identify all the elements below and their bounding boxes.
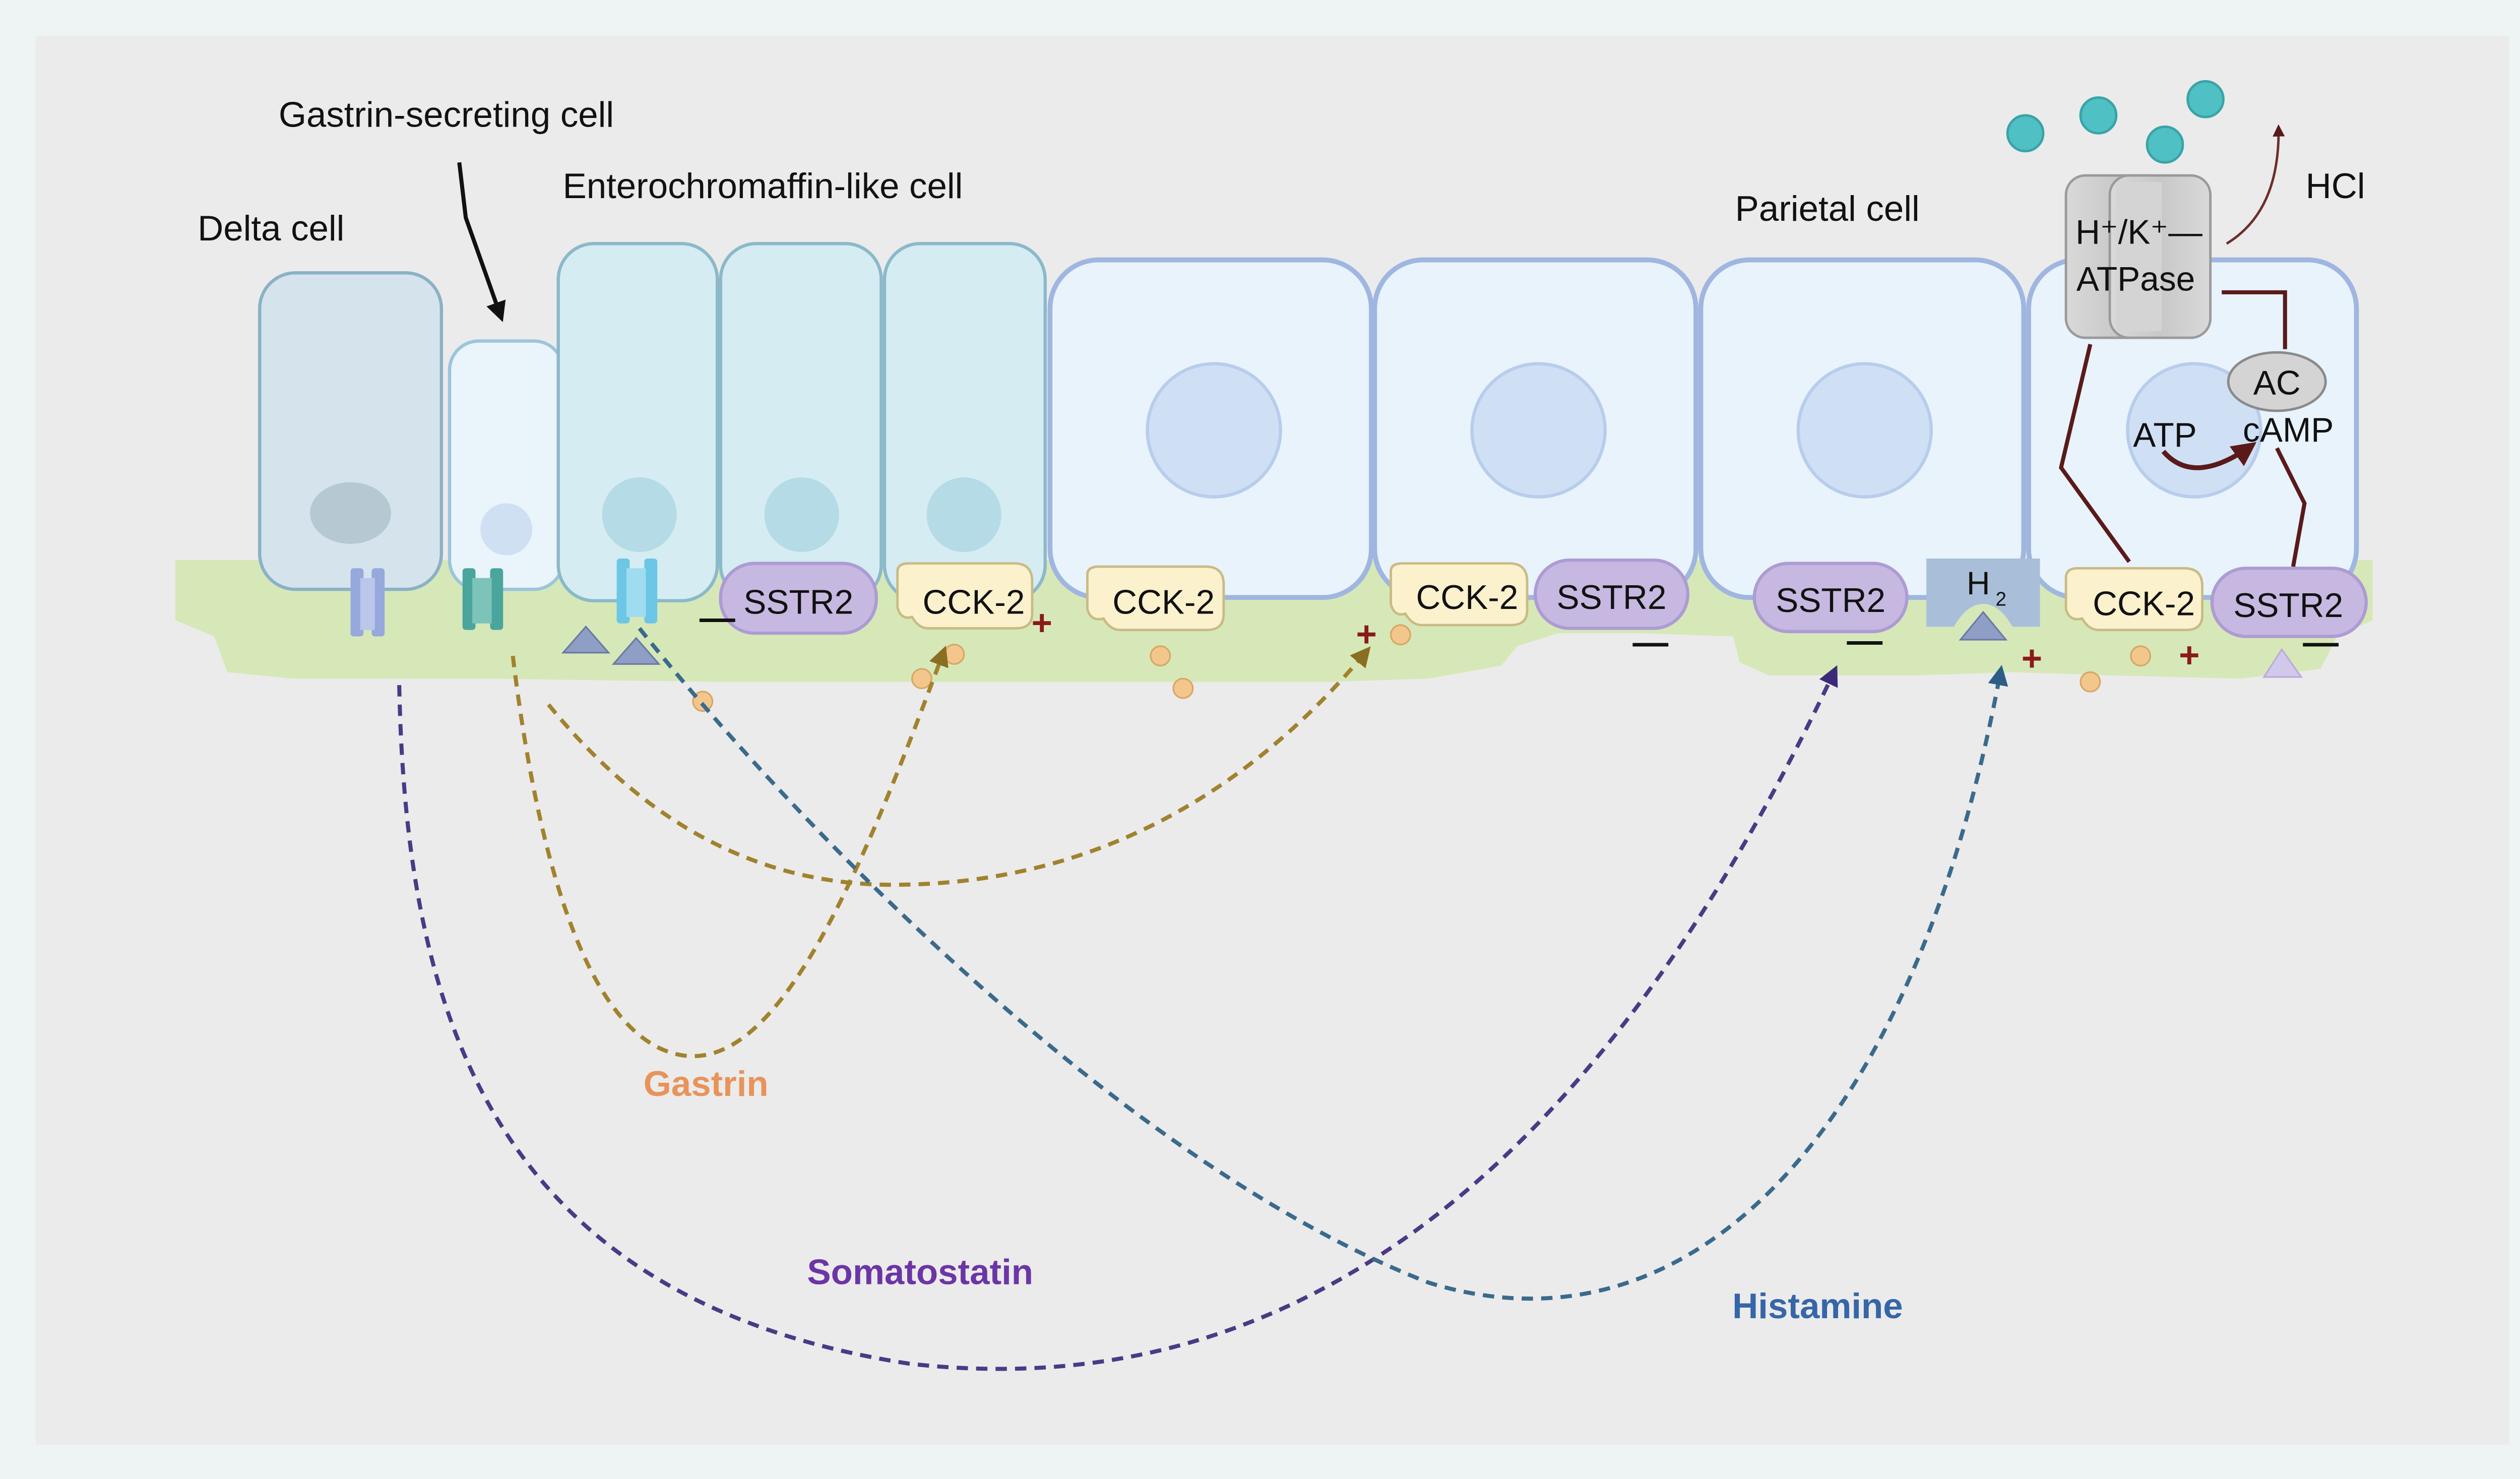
cck2-label: CCK-2	[2093, 585, 2195, 623]
gastrin-granule	[692, 691, 714, 712]
gastrin-cell-pointer-arrow	[457, 162, 506, 322]
plus-sign: +	[1356, 614, 1377, 654]
proton-particle	[2186, 80, 2225, 118]
delta-cell	[258, 271, 444, 637]
cck2-label: CCK-2	[1112, 583, 1215, 621]
plus-sign: +	[2022, 639, 2042, 679]
pump-label-line1: H⁺/K⁺—	[2075, 213, 2202, 251]
sstr2-receptor-parietal-3: SSTR2	[1752, 562, 1909, 634]
plus-sign: +	[2179, 636, 2199, 675]
delta-channel-icon	[350, 568, 385, 637]
histamine-pathway-label: Histamine	[1732, 1286, 1903, 1326]
gastrin-path-to-ecl	[511, 645, 949, 1059]
ecl-cell-2	[719, 242, 883, 602]
minus-sign: —	[700, 598, 735, 638]
signal-line-cck2-pump	[2059, 343, 2131, 563]
cck2-receptor-parietal-1: CCK-2	[1086, 565, 1225, 632]
somatostatin-pathway-label: Somatostatin	[807, 1252, 1033, 1292]
parietal-cell-2	[1372, 257, 1698, 600]
h2-receptor: H 2	[1926, 558, 2040, 641]
minus-sign: —	[2303, 623, 2339, 662]
hcl-arrow	[2226, 124, 2285, 245]
sstr2-receptor-ecl: SSTR2	[719, 562, 878, 635]
cck2-receptor-parietal-4: CCK-2	[2064, 567, 2203, 632]
cck2-label: CCK-2	[1416, 579, 1518, 617]
pump-label-line2: ATPase	[2076, 261, 2195, 298]
proton-particle	[2079, 96, 2118, 135]
ecl-triangle-icon-2	[611, 637, 661, 665]
proton-pump: H⁺/K⁺— ATPase	[2064, 174, 2212, 339]
proton-particle	[2146, 126, 2184, 164]
gastrin-granule	[2080, 671, 2101, 693]
h2-label: H	[1967, 565, 1990, 601]
sstr2-label: SSTR2	[743, 583, 853, 621]
gastrin-cell-channel-icon	[462, 568, 503, 630]
sstr2-receptor-parietal-4: SSTR2	[2210, 567, 2368, 638]
gastrin-pathway-label: Gastrin	[644, 1064, 769, 1104]
gastrin-granule	[1150, 645, 1171, 667]
ecl-cell-label: Enterochromaffin-like cell	[562, 166, 963, 206]
somatostatin-path	[397, 665, 1838, 1371]
gastrin-granule	[943, 644, 965, 665]
parietal-cell-3	[1698, 257, 2027, 600]
hcl-label: HCl	[2306, 166, 2365, 206]
ecl-cell-3	[883, 242, 1047, 602]
sstr2-label: SSTR2	[1776, 582, 1885, 620]
gastrin-granule	[1172, 677, 1194, 699]
gastrin-granule	[2130, 645, 2152, 667]
histamine-path	[638, 627, 2008, 1301]
proton-particle	[2006, 114, 2045, 153]
atp-camp-arrow	[2161, 442, 2257, 470]
sstr2-label: SSTR2	[1557, 579, 1667, 617]
parietal-cell-label: Parietal cell	[1735, 189, 1920, 229]
minus-sign: —	[1847, 621, 1882, 661]
adenylyl-cyclase: AC	[2227, 351, 2327, 412]
ecl-channel-icon	[616, 558, 658, 624]
signal-line-ac-pump	[2222, 290, 2287, 349]
gastrin-cell-label: Gastrin-secreting cell	[279, 95, 614, 135]
camp-label: cAMP	[2243, 411, 2334, 449]
cck2-receptor-ecl: CCK-2	[896, 562, 1034, 630]
histamine-triangle-icon	[1959, 610, 2008, 641]
cck2-receptor-parietal-2: CCK-2	[1390, 562, 1529, 627]
sstr2-receptor-parietal-2: SSTR2	[1533, 558, 1690, 630]
sstr2-label: SSTR2	[2233, 587, 2343, 625]
ac-label: AC	[2253, 364, 2301, 402]
gastrin-granule	[1390, 624, 1411, 646]
minus-sign: —	[1632, 623, 1668, 662]
gastrin-granule	[911, 668, 932, 690]
cck2-label: CCK-2	[923, 583, 1025, 621]
gastrin-secreting-cell	[448, 339, 565, 630]
parietal-cell-1	[1047, 257, 1374, 600]
delta-cell-label: Delta cell	[198, 209, 344, 249]
h2-subscript: 2	[1996, 588, 2006, 610]
atp-label: ATP	[2133, 416, 2196, 454]
somatostatin-triangle-icon	[2262, 648, 2303, 678]
plus-sign: +	[1032, 603, 1052, 643]
signal-line-sstr2-camp	[2275, 447, 2307, 567]
ecl-triangle-icon-1	[561, 625, 611, 654]
ecl-cell-1	[556, 242, 719, 602]
